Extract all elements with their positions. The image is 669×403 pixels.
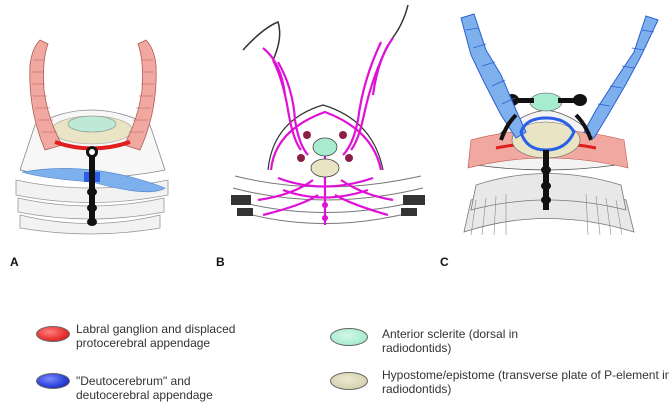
legend-text-labral: Labral ganglion and displaced protocereb… bbox=[76, 322, 376, 350]
panel-a-svg bbox=[15, 39, 169, 235]
panel-a-label: A bbox=[10, 255, 19, 269]
legend-swatch-blue bbox=[36, 373, 70, 389]
panel-b-illustration bbox=[223, 0, 446, 240]
legend-deuto-line1: "Deutocerebrum" and bbox=[76, 374, 191, 388]
legend-hypostome-line1: Hypostome/epistome (transverse plate of … bbox=[382, 368, 669, 382]
legend-hypostome-line2: radiodontids) bbox=[382, 382, 452, 396]
panel-a-illustration bbox=[0, 0, 223, 240]
panel-c-svg bbox=[460, 13, 659, 236]
legend-sclerite-line2: radiodontids) bbox=[382, 341, 452, 355]
legend-sclerite-line1: Anterior sclerite (dorsal in bbox=[382, 327, 519, 341]
panel-c-label: C bbox=[440, 255, 449, 269]
legend-swatch-green bbox=[330, 328, 368, 346]
legend-swatch-red bbox=[36, 326, 70, 342]
panel-b-svg bbox=[231, 4, 425, 225]
legend-labral-line2: protocerebral appendage bbox=[76, 336, 211, 350]
panel-c-illustration bbox=[446, 0, 669, 240]
legend-text-sclerite: Anterior sclerite (dorsal in radiodontid… bbox=[382, 327, 669, 355]
panel-b-label: B bbox=[216, 255, 225, 269]
legend-labral-line1: Labral ganglion and displaced bbox=[76, 322, 236, 336]
legend-swatch-beige bbox=[330, 372, 368, 390]
legend-text-hypostome: Hypostome/epistome (transverse plate of … bbox=[382, 368, 669, 396]
legend-text-deuto: "Deutocerebrum" and deutocerebral append… bbox=[76, 374, 376, 402]
legend-deuto-line2: deutocerebral appendage bbox=[76, 388, 213, 402]
